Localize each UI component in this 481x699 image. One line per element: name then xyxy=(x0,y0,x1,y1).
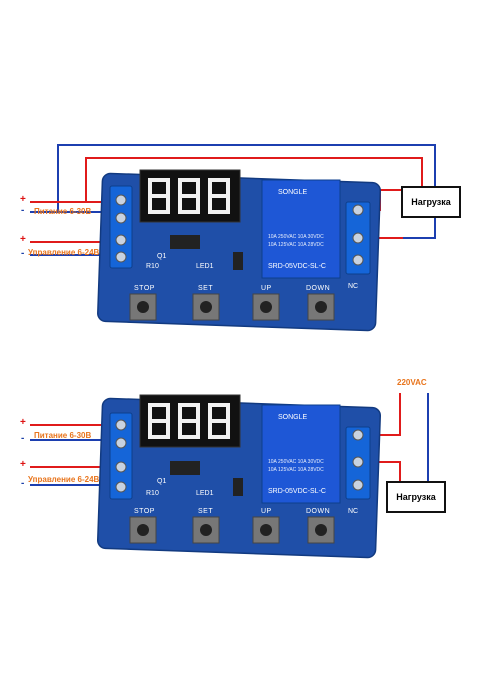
button-label-set-2: SET xyxy=(198,508,213,515)
power-label-2: Питание 6-30В xyxy=(34,431,92,440)
plus-sign-control: + xyxy=(20,234,26,245)
relay-spec-2-2: 10A 125VAC 10A 28VDC xyxy=(268,467,324,473)
power-label: Питание 6-30В xyxy=(34,207,92,216)
blue-wire-loop xyxy=(57,144,436,239)
relay-brand: SONGLE xyxy=(278,189,308,196)
button-label-set: SET xyxy=(198,285,213,292)
push-buttons-2 xyxy=(129,516,335,544)
plus-sign-power-2: + xyxy=(20,417,26,428)
button-label-up: UP xyxy=(261,285,272,292)
board-illustration-2: Q1 LED1 R10 SONGLE 10A 250VAC 10A 30VDC … xyxy=(30,393,429,559)
button-label-down-2: DOWN xyxy=(306,508,330,515)
load-box: Нагрузка xyxy=(401,186,461,218)
push-buttons xyxy=(129,293,335,321)
wiring-diagram-load-ac: Q1 LED1 R10 SONGLE 10A 250VAC 10A 30VDC … xyxy=(0,365,481,605)
chip-label-r10: R10 xyxy=(146,263,159,270)
minus-sign-control-2: - xyxy=(21,478,25,489)
relay-model: SRD-05VDC-SL-C xyxy=(268,263,326,270)
input-terminal-block xyxy=(109,185,133,269)
relay-2 xyxy=(261,404,341,504)
smd-chip-2 xyxy=(170,461,200,475)
chip-label-q1: Q1 xyxy=(157,253,166,260)
load-box-2: Нагрузка xyxy=(386,481,446,513)
relay-model-2: SRD-05VDC-SL-C xyxy=(268,488,326,495)
plus-sign-control-2: + xyxy=(20,459,26,470)
relay-brand-2: SONGLE xyxy=(278,414,308,421)
control-label: Управление 6-24В xyxy=(28,248,100,257)
relay-spec-2: 10A 125VAC 10A 28VDC xyxy=(268,242,324,248)
red-wire-loop xyxy=(85,157,423,202)
button-label-up-2: UP xyxy=(261,508,272,515)
chip-label-q1-2: Q1 xyxy=(157,478,166,485)
control-label-2: Управление 6-24В xyxy=(28,475,100,484)
voltage-label: 220VAC xyxy=(397,378,427,387)
minus-sign-control: - xyxy=(21,248,25,259)
minus-sign-power-2: - xyxy=(21,433,25,444)
chip-label-r10-2: R10 xyxy=(146,490,159,497)
terminal-label-nc-2: NC xyxy=(348,508,358,515)
board-illustration: Q1 LED1 R10 SONGLE 10A 250VAC 10A 30VDC … xyxy=(30,144,436,332)
button-label-down: DOWN xyxy=(306,285,330,292)
terminal-label-nc: NC xyxy=(348,283,358,290)
smd-chip xyxy=(170,235,200,249)
chip-label-led1-2: LED1 xyxy=(196,490,214,497)
plus-sign-power: + xyxy=(20,194,26,205)
relay-spec-1-2: 10A 250VAC 10A 30VDC xyxy=(268,459,324,465)
input-terminal-block-2 xyxy=(109,412,133,500)
button-label-stop: STOP xyxy=(134,285,155,292)
relay xyxy=(261,179,341,279)
button-label-stop-2: STOP xyxy=(134,508,155,515)
relay-spec-1: 10A 250VAC 10A 30VDC xyxy=(268,234,324,240)
wiring-diagram-load-dc: Q1 LED1 R10 SONGLE 10A 250VAC 10A 30VDC … xyxy=(0,130,481,370)
minus-sign-power: - xyxy=(21,205,25,216)
chip-label-led1: LED1 xyxy=(196,263,214,270)
